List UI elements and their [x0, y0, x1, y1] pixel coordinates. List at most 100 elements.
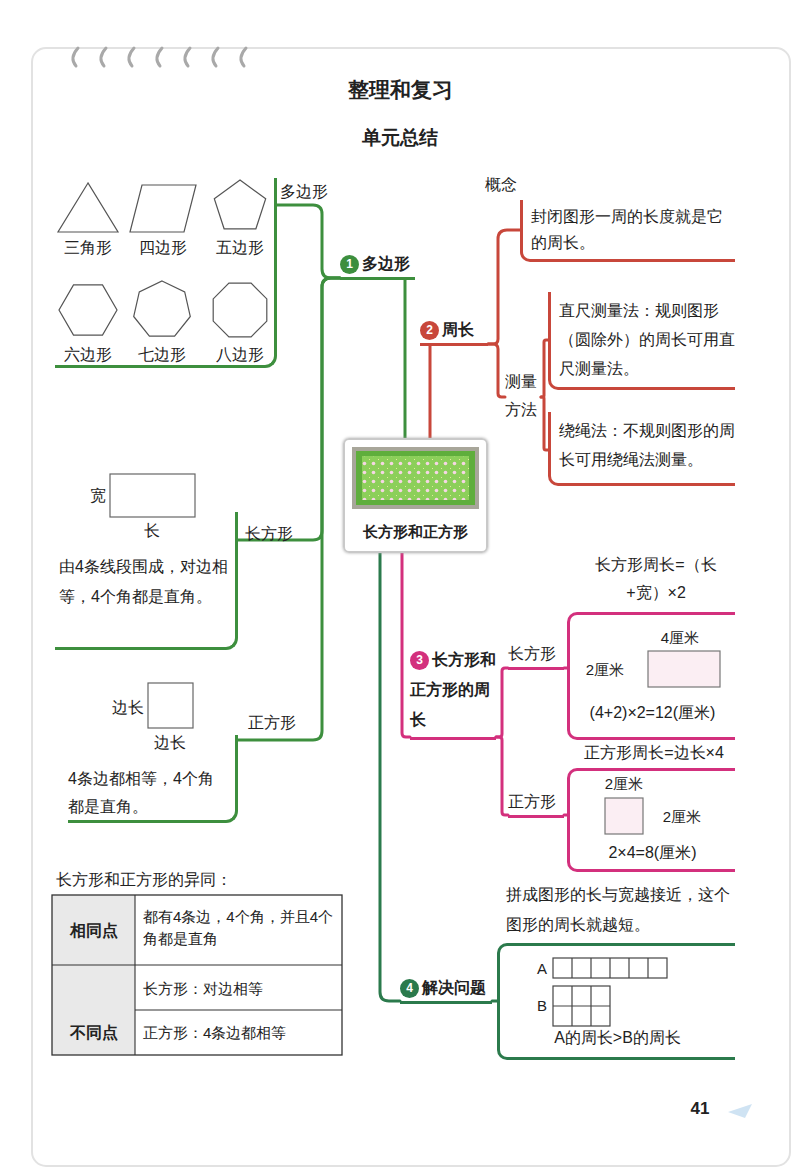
- shape-name: 三角形: [48, 236, 128, 259]
- dimension-label: 边长: [88, 696, 144, 719]
- shape-name: 五边形: [200, 236, 280, 259]
- spiral-ring: [101, 48, 106, 66]
- branch-connector: [488, 344, 505, 397]
- spiral-ring: [241, 48, 246, 66]
- leaf-text: 4条边都相等，4个角都是直角。: [68, 765, 229, 821]
- branch-connector: [488, 230, 520, 344]
- center-topic-box: 长方形和正方形: [343, 438, 488, 553]
- leaf-bracket: 概念封闭图形一周的长度就是它的周长。: [520, 200, 735, 262]
- shape-name: 六边形: [48, 343, 128, 366]
- sub-branch-title: 测量方法: [505, 368, 541, 424]
- table-cell: 都有4条边，4个角，并且4个角都是直角: [143, 906, 338, 950]
- dimension-label: 2厘米: [584, 773, 664, 795]
- quadrilateral-shape: [130, 185, 196, 232]
- branch-connector: [404, 280, 407, 438]
- grid-figure-a: [553, 958, 667, 978]
- branch-title: 多边形: [362, 254, 410, 275]
- branch-connector: [541, 340, 548, 397]
- comparison-result: A的周长>B的周长: [500, 1028, 735, 1049]
- leaf-bracket: 直尺测量法：规则图形（圆除外）的周长可用直尺测量法。: [548, 292, 735, 390]
- figure-letter: B: [532, 995, 552, 1017]
- dimension-label: 4厘米: [640, 627, 720, 649]
- branch-connector: [238, 278, 340, 540]
- branch-heading: 4解决问题: [400, 976, 492, 1004]
- page-corner-mark: [728, 1104, 752, 1118]
- garden-flowers: [362, 456, 469, 500]
- sub-branch-label: 测量方法: [505, 368, 541, 426]
- leaf-title: 长方形: [245, 524, 293, 545]
- table-cell: 不同点: [52, 1021, 135, 1044]
- dimension-label: 宽: [76, 484, 106, 507]
- leaf-text: 由4条线段围成，对边相等，4个角都是直角。: [59, 552, 229, 612]
- dimension-label: 2厘米: [646, 806, 718, 828]
- leaf-bracket: 绕绳法：不规则图形的周长可用绕绳法测量。: [548, 412, 735, 486]
- spiral-ring: [129, 48, 134, 66]
- rectangle-figure: [648, 651, 720, 687]
- leaf-bracket: 多边形: [55, 178, 277, 368]
- grid-lines: [572, 958, 648, 978]
- figure-letter: A: [532, 958, 552, 980]
- branch-connector: [496, 668, 508, 737]
- square-figure: [605, 798, 643, 834]
- callout-number: 4: [400, 979, 419, 998]
- callout-number: 1: [340, 255, 359, 274]
- polygon-illustrations: [58, 180, 267, 337]
- formula-example: (4+2)×2=12(厘米): [570, 703, 735, 724]
- formula-rule: 长方形周长=（长+宽）×2: [594, 551, 718, 607]
- topic-title: 长方形和正方形: [345, 523, 486, 542]
- garden-bed: [362, 456, 469, 500]
- leaf-title: 概念: [485, 175, 517, 196]
- leaf-text: 绕绳法：不规则图形的周长可用绕绳法测量。: [551, 412, 735, 474]
- branch-connector: [277, 205, 340, 278]
- hexagon-shape: [59, 285, 117, 335]
- callout-number: 3: [410, 651, 429, 670]
- grid-figure-b: [553, 986, 610, 1026]
- rule-text: 拼成图形的长与宽越接近，这个图形的周长就越短。: [506, 880, 738, 940]
- spiral-ring: [213, 48, 218, 66]
- grid-lines: [553, 986, 610, 1026]
- triangle-shape: [58, 183, 118, 232]
- square-figure: [148, 683, 193, 728]
- heptagon-shape: [134, 281, 191, 336]
- branch-connector: [541, 397, 548, 450]
- shape-name: 八边形: [200, 343, 280, 366]
- page-title: 整理和复习: [200, 76, 600, 104]
- formula-bracket: 长方形周长=（长+宽）×2(4+2)×2=12(厘米): [567, 612, 735, 740]
- table-caption: 长方形和正方形的异同：: [56, 868, 336, 891]
- leaf-title: 多边形: [280, 182, 328, 203]
- formula-bracket: 正方形周长=边长×42×4=8(厘米): [567, 768, 735, 872]
- leaf-bracket: 正方形4条边都相等，4个角都是直角。: [68, 735, 238, 823]
- dimension-label: 2厘米: [567, 659, 643, 681]
- subtitle: 单元总结: [300, 124, 500, 152]
- sub-branch-title: 长方形: [508, 644, 564, 665]
- spiral-binding: [73, 48, 246, 66]
- formula-rule: 正方形周长=边长×4: [564, 743, 744, 764]
- branch-heading: 1多边形: [340, 252, 415, 280]
- grid-outline: [553, 958, 667, 978]
- table-cell: 正方形：4条边都相等: [143, 1022, 338, 1044]
- garden-border: [352, 447, 479, 509]
- branch-connector: [402, 553, 410, 737]
- garden-illustration: [352, 447, 479, 509]
- branch-connector: [496, 737, 508, 815]
- sub-branch-label: 长方形: [508, 644, 564, 670]
- table-outline: [52, 895, 342, 1055]
- branch-title: 周长: [442, 320, 474, 341]
- table-header-column: [52, 895, 135, 1055]
- spiral-ring: [185, 48, 190, 66]
- table-cell: 长方形：对边相等: [143, 978, 338, 1000]
- comparison-table: [52, 895, 342, 1055]
- shape-name: 四边形: [123, 236, 203, 259]
- branch-title: 解决问题: [422, 978, 486, 999]
- dimension-label: 长: [132, 519, 172, 542]
- garden-lawn: [356, 451, 475, 505]
- leaf-text: 直尺测量法：规则图形（圆除外）的周长可用直尺测量法。: [551, 292, 735, 383]
- shape-name: 七边形: [122, 343, 202, 366]
- leaf-bracket: 长方形由4条线段围成，对边相等，4个角都是直角。: [55, 512, 238, 650]
- leaf-bracket: 拼成图形的长与宽越接近，这个图形的周长就越短。A的周长>B的周长: [497, 943, 735, 1060]
- leaf-text: 封闭图形一周的长度就是它的周长。: [523, 200, 735, 256]
- pentagon-shape: [214, 180, 265, 229]
- spiral-ring: [157, 48, 162, 66]
- branch-connector: [429, 346, 432, 438]
